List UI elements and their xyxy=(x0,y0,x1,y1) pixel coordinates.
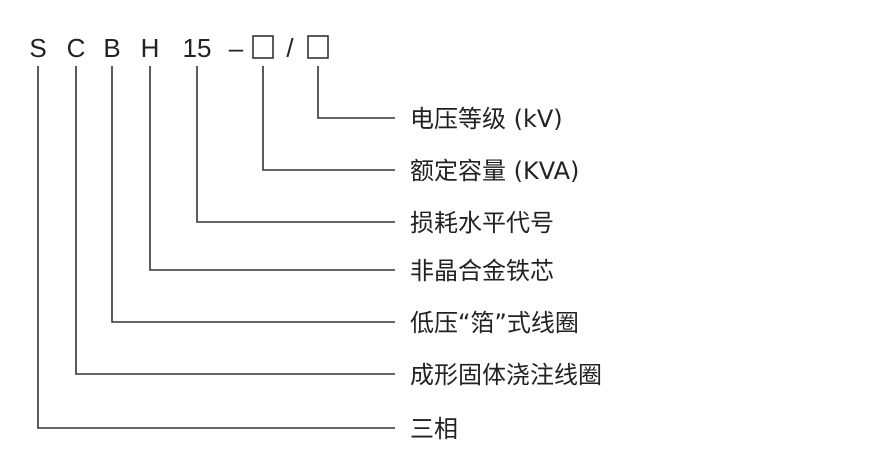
labels: 电压等级 (kV) 额定容量 (KVA) 损耗水平代号 非晶合金铁芯 低压“箔”… xyxy=(410,105,602,443)
leader-cast xyxy=(75,66,395,375)
label-three-phase: 三相 xyxy=(410,415,458,443)
label-amorphous-core: 非晶合金铁芯 xyxy=(410,257,554,285)
model-code: S C B H 15 – / xyxy=(29,33,329,63)
placeholder-box-voltage xyxy=(307,35,329,59)
placeholder-box-capacity xyxy=(252,35,274,59)
leader-lv-foil xyxy=(111,66,395,323)
leader-phase xyxy=(37,66,395,429)
leader-capacity xyxy=(262,66,395,171)
leader-core xyxy=(149,66,395,271)
code-dash: – xyxy=(229,33,244,63)
leader-voltage xyxy=(317,66,395,119)
code-char-c: C xyxy=(67,33,86,63)
code-char-15: 15 xyxy=(183,33,212,63)
code-slash: / xyxy=(286,33,294,63)
code-char-h: H xyxy=(141,33,160,63)
label-loss-level-code: 损耗水平代号 xyxy=(410,209,554,237)
code-char-b: B xyxy=(103,33,120,63)
label-rated-capacity: 额定容量 (KVA) xyxy=(410,157,579,185)
leader-lines xyxy=(37,66,395,429)
code-char-s: S xyxy=(29,33,46,63)
leader-loss xyxy=(196,66,395,223)
label-cast-resin-coil: 成形固体浇注线圈 xyxy=(410,361,602,389)
label-lv-foil-coil: 低压“箔”式线圈 xyxy=(410,309,579,337)
label-voltage-level: 电压等级 (kV) xyxy=(410,105,563,133)
